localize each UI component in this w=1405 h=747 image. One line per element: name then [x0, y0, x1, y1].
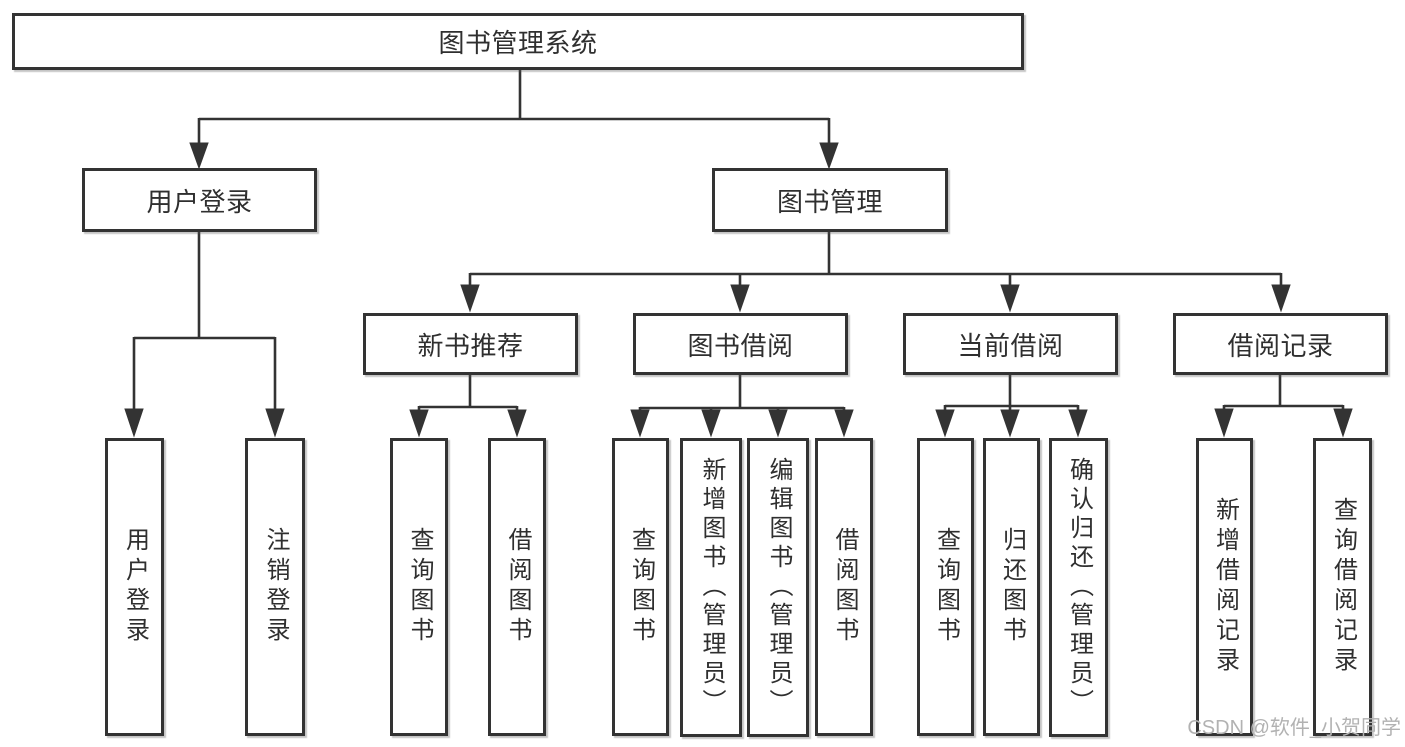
leaf-new-query: 查询图书 — [390, 438, 448, 736]
leaf-new-query-label: 查询图书 — [406, 527, 433, 647]
node-new-books: 新书推荐 — [363, 313, 578, 375]
leaf-borrow-add-label: 新增图书（管理员） — [698, 457, 725, 718]
node-user-login: 用户登录 — [82, 168, 317, 232]
leaf-logout: 注销登录 — [245, 438, 305, 736]
node-borrow-records: 借阅记录 — [1173, 313, 1388, 375]
node-root: 图书管理系统 — [12, 13, 1024, 70]
leaf-record-add: 新增借阅记录 — [1196, 438, 1253, 736]
leaf-current-return-label: 归还图书 — [998, 527, 1026, 647]
leaf-borrow-edit: 编辑图书（管理员） — [747, 438, 809, 737]
leaf-record-add-label: 新增借阅记录 — [1211, 497, 1239, 677]
leaf-borrow-query: 查询图书 — [612, 438, 669, 736]
node-current-borrow: 当前借阅 — [903, 313, 1118, 375]
leaf-borrow-edit-label: 编辑图书（管理员） — [765, 457, 792, 718]
leaf-borrow-do: 借阅图书 — [815, 438, 873, 736]
node-book-borrow: 图书借阅 — [633, 313, 848, 375]
csdn-watermark: CSDN @软件_小贺同学 — [1187, 717, 1401, 739]
node-user-login-label: 用户登录 — [146, 186, 253, 217]
leaf-current-return: 归还图书 — [983, 438, 1040, 736]
leaf-current-query-label: 查询图书 — [932, 527, 960, 647]
leaf-current-confirm-label: 确认归还（管理员） — [1065, 457, 1093, 718]
node-root-label: 图书管理系统 — [438, 28, 598, 58]
leaf-current-query: 查询图书 — [917, 438, 974, 736]
leaf-borrow-query-label: 查询图书 — [627, 527, 655, 647]
node-book-borrow-label: 图书借阅 — [687, 330, 794, 361]
arrowhead-book-mgmt — [819, 142, 839, 170]
arrowhead-user-login — [189, 142, 209, 170]
leaf-record-query-label: 查询借阅记录 — [1329, 497, 1357, 677]
leaf-current-confirm: 确认归还（管理员） — [1049, 438, 1108, 737]
leaf-user-login-label: 用户登录 — [121, 527, 149, 647]
node-borrow-records-label: 借阅记录 — [1227, 330, 1334, 361]
node-book-mgmt-label: 图书管理 — [776, 186, 883, 217]
leaf-record-query: 查询借阅记录 — [1313, 438, 1372, 736]
node-new-books-label: 新书推荐 — [417, 330, 524, 361]
leaf-logout-label: 注销登录 — [262, 527, 289, 647]
leaf-borrow-add: 新增图书（管理员） — [680, 438, 742, 737]
leaf-new-borrow: 借阅图书 — [488, 438, 546, 736]
leaf-new-borrow-label: 借阅图书 — [504, 527, 531, 647]
leaf-borrow-do-label: 借阅图书 — [831, 527, 858, 647]
node-book-mgmt: 图书管理 — [712, 168, 948, 232]
node-current-borrow-label: 当前借阅 — [957, 330, 1064, 361]
leaf-user-login: 用户登录 — [105, 438, 164, 736]
